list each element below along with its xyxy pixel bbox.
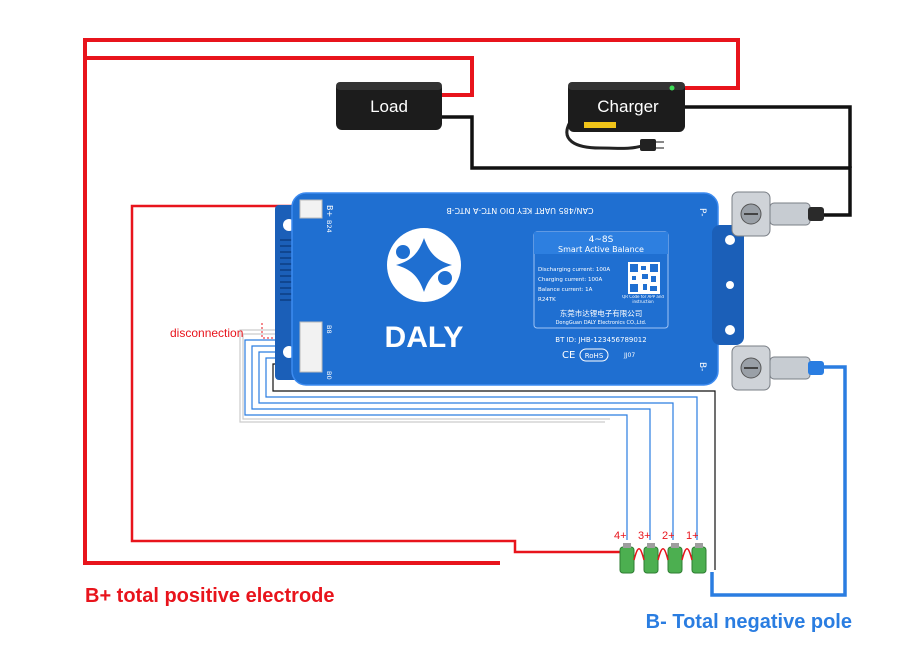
bplus-sense-wire [130, 204, 628, 554]
bminus-wire [710, 365, 847, 597]
positive-main-wire [83, 38, 740, 565]
bplus-title: B+ total positive electrode [85, 585, 335, 607]
charger-label: Charger [597, 97, 659, 116]
pminus-terminal [731, 191, 824, 237]
charger-negative-wire [685, 105, 852, 168]
b8-label: B8 [325, 325, 333, 334]
bms-board [275, 192, 744, 386]
qr-caption: QR Code for APP and instruction [622, 295, 664, 304]
company-en: DongGuan DALY Electronics CO.,Ltd. [556, 320, 647, 326]
cell-1 [691, 543, 707, 574]
cell-2 [667, 543, 683, 574]
load-label: Load [370, 97, 408, 116]
cell-label: 4+ [614, 530, 627, 542]
cell-4 [619, 543, 635, 574]
company-cn: 东莞市达锂电子有限公司 [560, 308, 643, 318]
daly-logo-icon [387, 228, 461, 302]
cell-label: 1+ [686, 530, 699, 542]
label-title: 4~8S [589, 235, 614, 245]
cell-label: 2+ [662, 530, 675, 542]
bminus-title: B- Total negative pole [646, 611, 852, 633]
rohs-mark: RoHS [585, 352, 604, 360]
balance-leads [239, 329, 716, 570]
qr-code [628, 262, 660, 294]
ce-mark: CE [562, 350, 575, 361]
ports-text: CAN/485 UART KEY DIO NTC-A NTC-B [446, 206, 593, 215]
spec-line: Charging current: 100A [538, 277, 603, 283]
disconnection-label: disconnection [170, 326, 243, 340]
load-negative-wire [442, 115, 852, 217]
brand-text: DALY [385, 321, 464, 354]
label-subtitle: Smart Active Balance [558, 245, 644, 254]
spec-line: Discharging current: 100A [538, 267, 610, 273]
b0-label: B0 [325, 371, 333, 380]
bminus-terminal [731, 345, 824, 391]
charger-device [565, 82, 685, 151]
bt-id: BT ID: JHB-123456789012 [555, 336, 646, 344]
battery-cells [619, 543, 707, 574]
cell-label: 3+ [638, 530, 651, 542]
spec-line: R24TK [538, 297, 556, 303]
pminus-label: P- [697, 208, 707, 216]
b24-label: B24 [325, 220, 333, 233]
positive-load-wire [85, 56, 474, 97]
load-device [336, 82, 442, 130]
code-text: JJ07 [623, 352, 635, 359]
bplus-port-label: B+ [325, 205, 334, 217]
cell-3 [643, 543, 659, 574]
spec-line: Balance current: 1A [538, 287, 593, 293]
bminus-label: B- [697, 362, 707, 371]
